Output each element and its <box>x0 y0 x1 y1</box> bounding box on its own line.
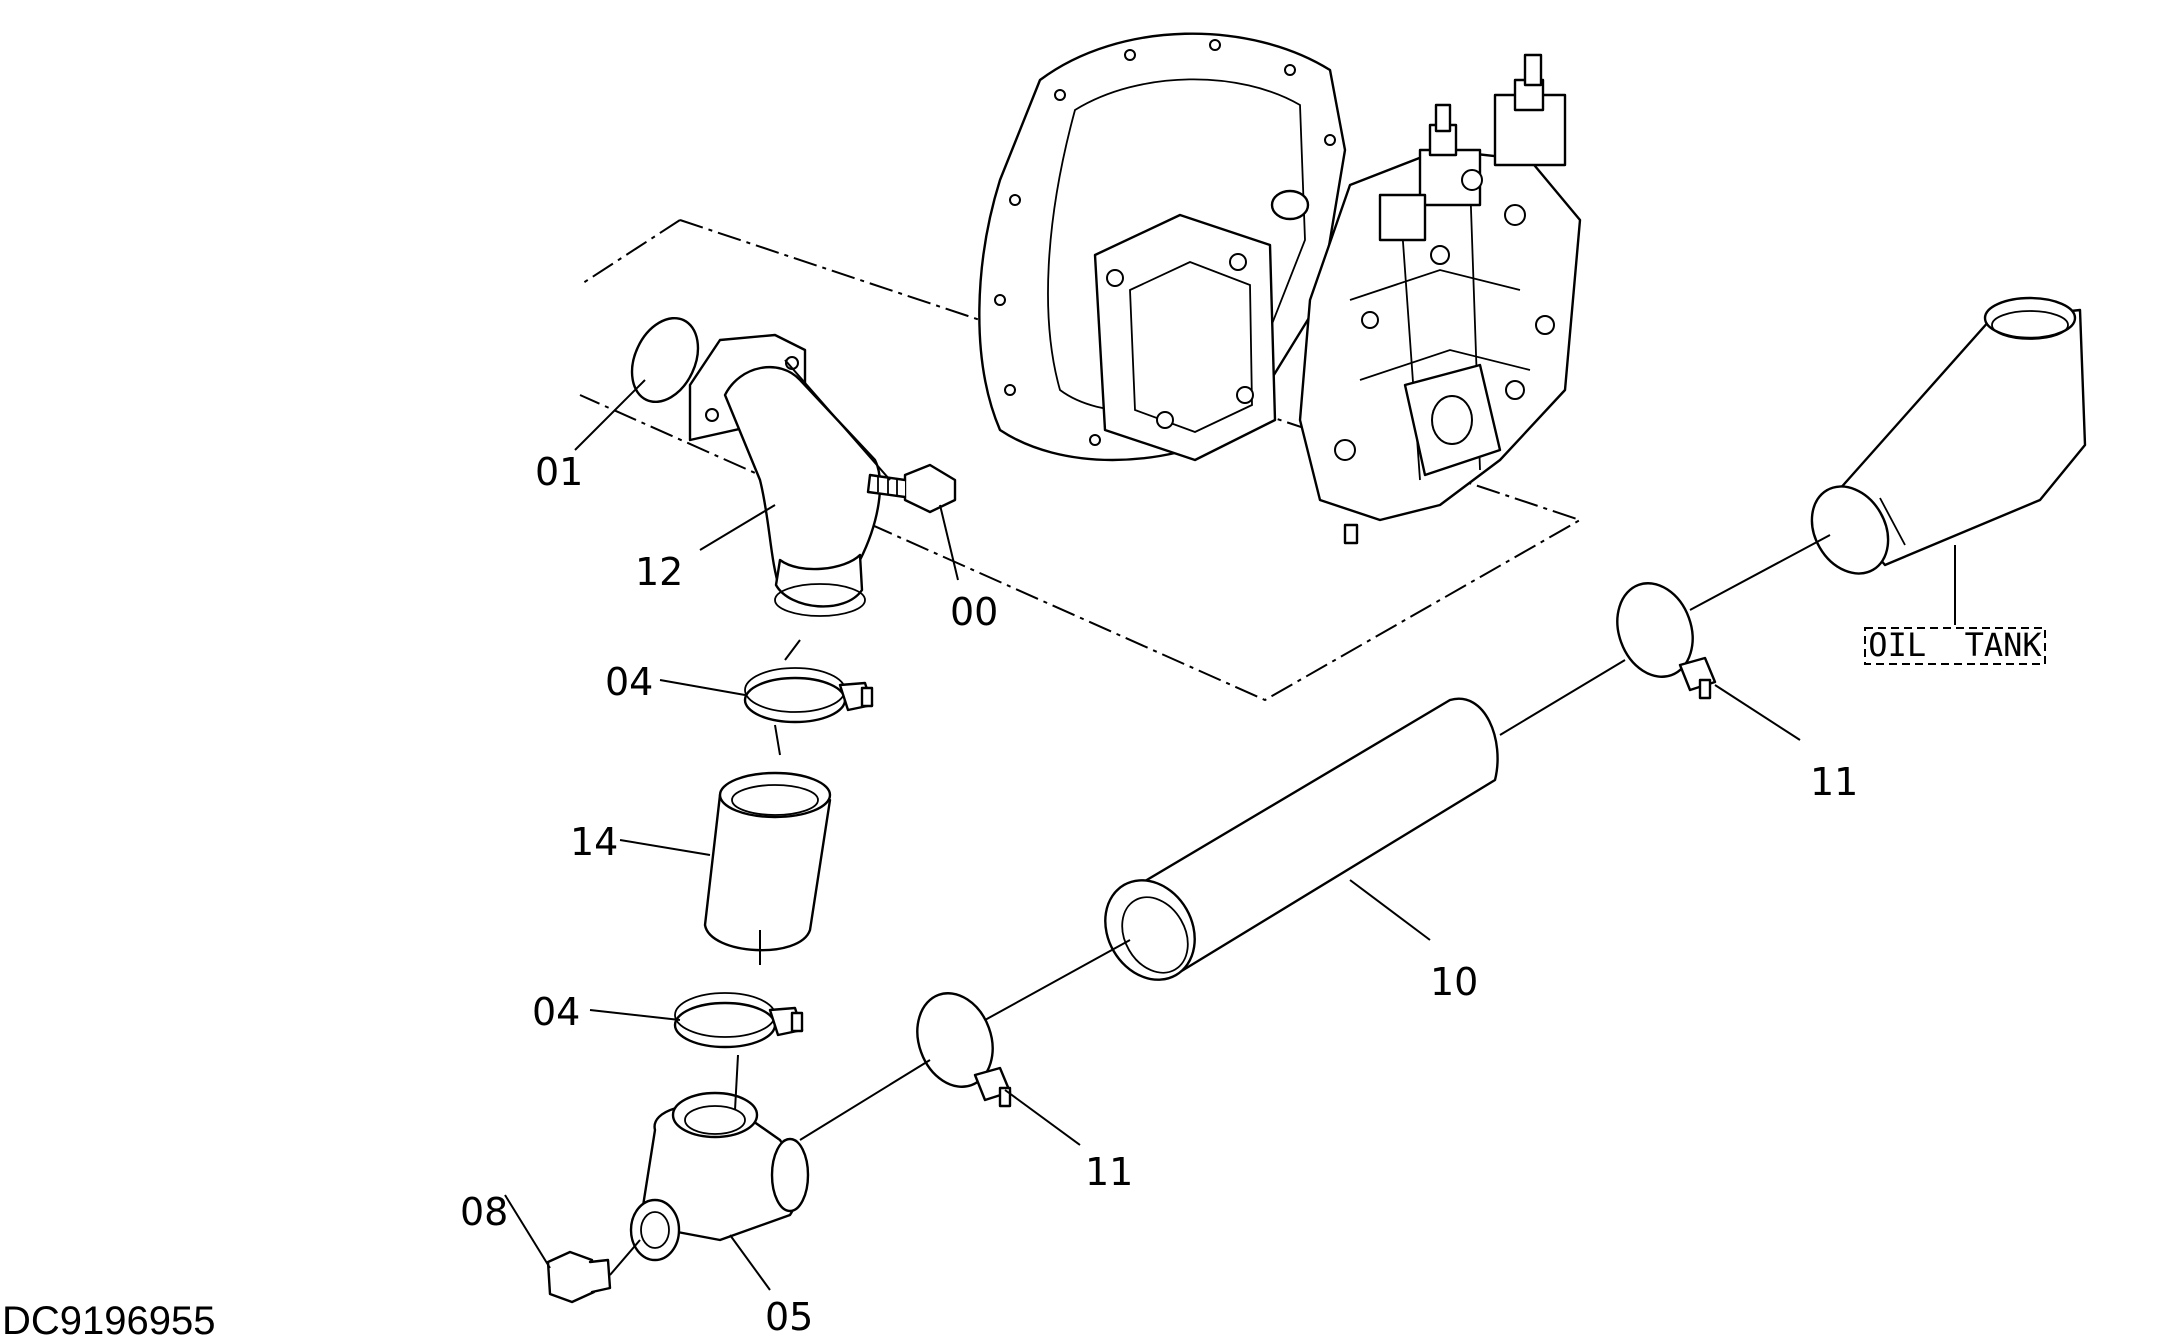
assembly-line <box>734 639 801 1111</box>
hose-clamp <box>1616 582 1717 700</box>
assembly-line <box>1499 534 1831 736</box>
leader-line <box>1004 1089 1081 1146</box>
assembly-line <box>609 1239 641 1276</box>
o-ring <box>630 316 700 404</box>
callout-14: 14 <box>570 820 618 864</box>
callout-04-upper: 04 <box>605 660 653 704</box>
oil-tank-label: OIL TANK <box>1868 626 2042 664</box>
leader-line <box>619 839 711 856</box>
tee-fitting <box>629 1091 810 1262</box>
bolt <box>866 463 957 514</box>
assembly-boundary <box>579 219 1583 702</box>
oil-tank-outlet-pipe <box>1810 296 2087 575</box>
hydraulic-pump-assembly <box>978 32 1582 545</box>
leader-line <box>1714 684 1801 741</box>
leader-line <box>699 504 776 551</box>
hose-clamp <box>916 992 1012 1108</box>
callout-01: 01 <box>535 450 583 494</box>
leader-line <box>574 379 646 451</box>
short-hose <box>703 771 832 952</box>
callout-00: 00 <box>950 590 998 634</box>
leader-line <box>504 1194 551 1269</box>
leader-line <box>659 679 746 696</box>
assembly-line <box>784 359 891 481</box>
callout-11-upper: 11 <box>1810 760 1858 804</box>
flange-elbow <box>688 333 882 617</box>
callout-12: 12 <box>635 550 683 594</box>
callout-08: 08 <box>460 1190 508 1234</box>
callout-10: 10 <box>1430 960 1478 1004</box>
leader-line <box>589 1009 681 1021</box>
callout-11-lower: 11 <box>1085 1150 1133 1194</box>
leader-line <box>939 504 959 581</box>
plug <box>546 1250 612 1304</box>
hose-clamp <box>673 992 804 1049</box>
callout-05: 05 <box>765 1295 813 1339</box>
oil-tank-label-box <box>1864 627 2046 665</box>
document-id: DC9196955 <box>2 1299 216 1343</box>
long-hose <box>1104 697 1499 981</box>
leader-line <box>729 1234 771 1291</box>
hose-clamp <box>743 667 874 724</box>
leader-line <box>1349 879 1431 941</box>
callout-04-lower: 04 <box>532 990 580 1034</box>
assembly-line <box>799 939 1131 1141</box>
